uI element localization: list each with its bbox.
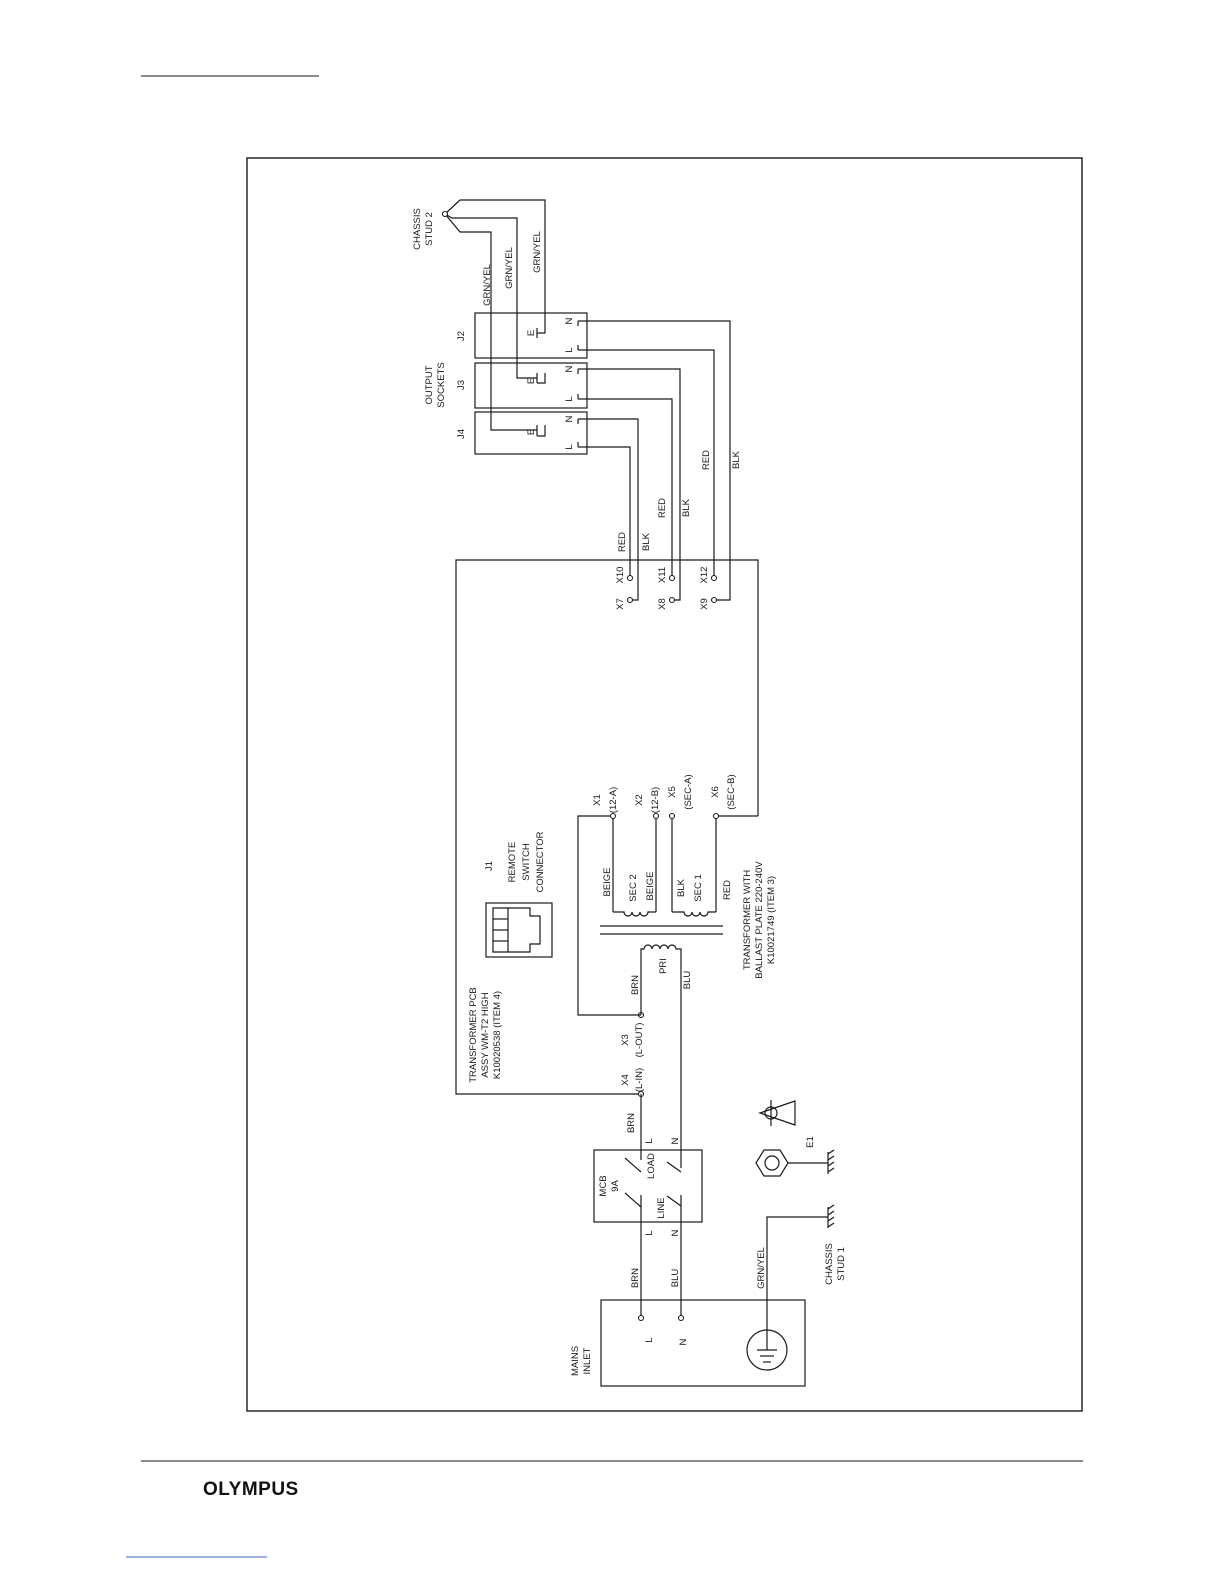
winding-label-pri: PRI (658, 958, 669, 974)
terminal-x2-sub: (12-B) (650, 787, 661, 813)
j4-pin-l: L (564, 444, 575, 449)
terminal-x5-sub: (SEC-A) (683, 774, 694, 809)
wire-label-red-x10: RED (617, 532, 628, 552)
winding-label-sec2: SEC 2 (628, 874, 639, 901)
wire-label-brn-mcb-load: BRN (626, 1113, 637, 1133)
terminal-x4: X4 (620, 1074, 631, 1086)
mains-inlet-label-2: INLET (582, 1347, 593, 1374)
chassis-stud-1-label-1: CHASSIS (824, 1243, 835, 1285)
inlet-pin-l: L (644, 1337, 655, 1342)
j3-label: J3 (456, 380, 467, 390)
mcb-line-label: LINE (656, 1197, 667, 1218)
wire-label-brn-pri: BRN (630, 975, 641, 995)
terminal-x3: X3 (620, 1034, 631, 1046)
wire-label-red-x11: RED (657, 498, 668, 518)
wire-label-grnyel-inlet: GRN/YEL (756, 1247, 767, 1289)
chassis-stud-1: CHASSIS STUD 1 (766, 1204, 847, 1300)
transformer-pcb-label-1: TRANSFORMER PCB (468, 987, 479, 1083)
output-socket-j3: N L E J3 OUTPUT SOCKETS (424, 362, 588, 409)
terminal-x6-sub: (SEC-B) (726, 774, 737, 809)
chassis-stud-1-label-2: STUD 1 (836, 1247, 847, 1281)
terminal-x2: X2 (634, 794, 645, 806)
wire-label-blu-pri: BLU (682, 971, 693, 990)
drawing-frame (246, 157, 1083, 1412)
output-sockets-label-1: OUTPUT (424, 365, 435, 404)
transformer-label-3: K10021749 (ITEM 3) (766, 876, 777, 964)
wire-label-blk-x9: BLK (731, 450, 742, 469)
j4-label: J4 (456, 429, 467, 439)
terminal-x4-sub: (L-IN) (634, 1068, 645, 1092)
wire-label-blk-x8: BLK (681, 498, 692, 517)
earth-e1: E1 (755, 1100, 835, 1177)
transformer: X1 (12-A) X2 (12-B) X5 (SEC-A) X6 (SEC-B… (577, 774, 777, 1094)
output-sockets-label-2: SOCKETS (436, 362, 447, 407)
wire-label-beige-2: BEIGE (645, 871, 656, 900)
wire-label-grnyel-3: GRN/YEL (532, 231, 543, 273)
j3-pin-e: E (526, 378, 537, 384)
transformer-pcb: X10 X11 X12 X7 X8 X9 X3 (L-OUT) X4 (L-IN… (455, 559, 759, 1098)
j1-label-remote: REMOTE (507, 842, 518, 883)
olympus-logo: OLYMPUS (203, 1479, 299, 1500)
terminal-x7: X7 (615, 598, 626, 610)
mains-inlet: L N MAINS INLET (570, 1222, 806, 1387)
transformer-label-2: BALLAST PLATE 220-240V (754, 861, 765, 979)
transformer-pcb-label-2: ASSY WM-T2 HIGH (480, 992, 491, 1077)
wire-label-beige-1: BEIGE (602, 867, 613, 896)
j2-pin-l: L (564, 347, 575, 352)
j1-label-connector: CONNECTOR (535, 831, 546, 892)
remote-switch-connector-j1: J1 REMOTE SWITCH CONNECTOR (484, 831, 553, 958)
j4-pin-n: N (564, 415, 575, 422)
transformer-label-1: TRANSFORMER WITH (742, 870, 753, 970)
mcb-load-pin-l: L (644, 1138, 655, 1143)
mcb-label: MCB (598, 1175, 609, 1196)
output-socket-j2: N L E J2 (456, 312, 588, 359)
terminal-x3-sub: (L-OUT) (634, 1023, 645, 1058)
wire-label-brn-inlet: BRN (630, 1268, 641, 1288)
wire-label-red-x12: RED (701, 450, 712, 470)
j2-pin-e: E (526, 330, 537, 336)
terminal-x8: X8 (657, 598, 668, 610)
j3-pin-l: L (564, 396, 575, 401)
terminal-x9: X9 (699, 598, 710, 610)
j3-pin-n: N (564, 365, 575, 372)
wire-label-blk-x7: BLK (641, 532, 652, 551)
chassis-stud-2-label-2: STUD 2 (424, 212, 435, 246)
j1-label: J1 (484, 861, 495, 871)
output-socket-j4: N L E J4 (456, 411, 588, 455)
mcb-rating: 9A (610, 1180, 621, 1192)
terminal-x12: X12 (699, 567, 710, 584)
inlet-pin-n: N (678, 1338, 689, 1345)
terminal-x10: X10 (615, 567, 626, 584)
e1-label: E1 (805, 1136, 816, 1148)
wire-label-grnyel-2: GRN/YEL (504, 247, 515, 289)
j2-pin-n: N (564, 317, 575, 324)
wire-label-grnyel-1: GRN/YEL (482, 264, 493, 306)
mcb-line-pin-l: L (644, 1230, 655, 1235)
mcb-load-label: LOAD (646, 1153, 657, 1179)
terminal-x5: X5 (667, 786, 678, 798)
chassis-stud-2: CHASSIS STUD 2 (412, 199, 546, 431)
j1-label-switch: SWITCH (521, 843, 532, 881)
output-wiring (587, 320, 731, 601)
chassis-stud-2-label-1: CHASSIS (412, 208, 423, 250)
transformer-pcb-label-3: K10020538 (ITEM 4) (492, 991, 503, 1079)
terminal-x11: X11 (657, 567, 668, 583)
wire-label-red-sec1: RED (722, 880, 733, 900)
terminal-x1-sub: (12-A) (608, 787, 619, 813)
winding-label-sec1: SEC 1 (693, 874, 704, 901)
terminal-x1: X1 (592, 794, 603, 806)
j4-pin-e: E (526, 429, 537, 435)
j2-label: J2 (456, 331, 467, 341)
mains-inlet-label-1: MAINS (570, 1346, 581, 1376)
mcb-load-pin-n: N (670, 1137, 681, 1144)
wire-label-blk-sec1: BLK (676, 878, 687, 897)
mcb-line-pin-n: N (670, 1229, 681, 1236)
terminal-x6: X6 (710, 786, 721, 798)
wire-label-blu-inlet: BLU (670, 1269, 681, 1288)
mcb-breaker: MCB 9A LOAD LINE L N L N (593, 1094, 703, 1236)
